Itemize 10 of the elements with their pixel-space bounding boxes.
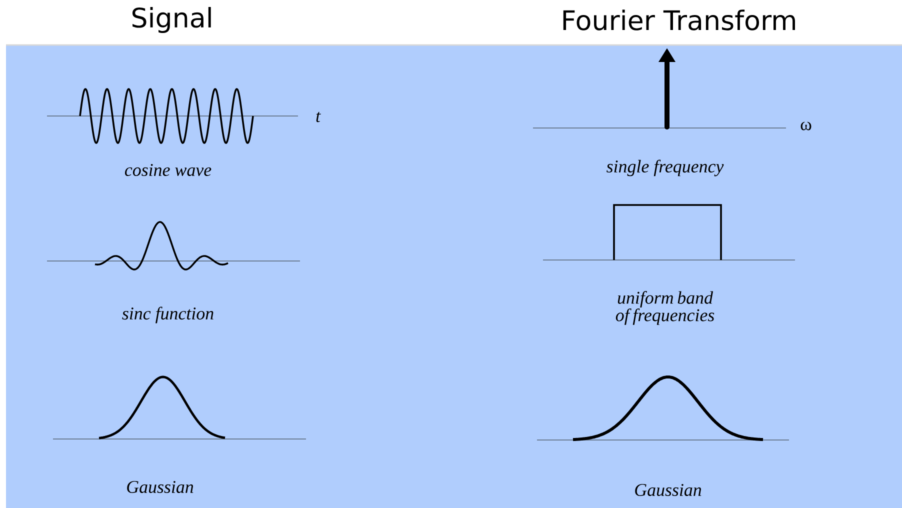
caption: cosine wave	[124, 164, 212, 176]
caption: sinc function	[122, 306, 214, 324]
caption: uniform band of frequencies	[616, 291, 714, 325]
column-heading: Signal	[132, 6, 211, 33]
caption: Gaussian	[127, 480, 194, 494]
caption: Gaussian	[635, 484, 702, 496]
column-heading: Fourier Transform	[563, 10, 795, 30]
axis-label: ω	[800, 122, 812, 130]
caption: single frequency	[606, 160, 724, 176]
axis-label: t	[316, 112, 321, 122]
